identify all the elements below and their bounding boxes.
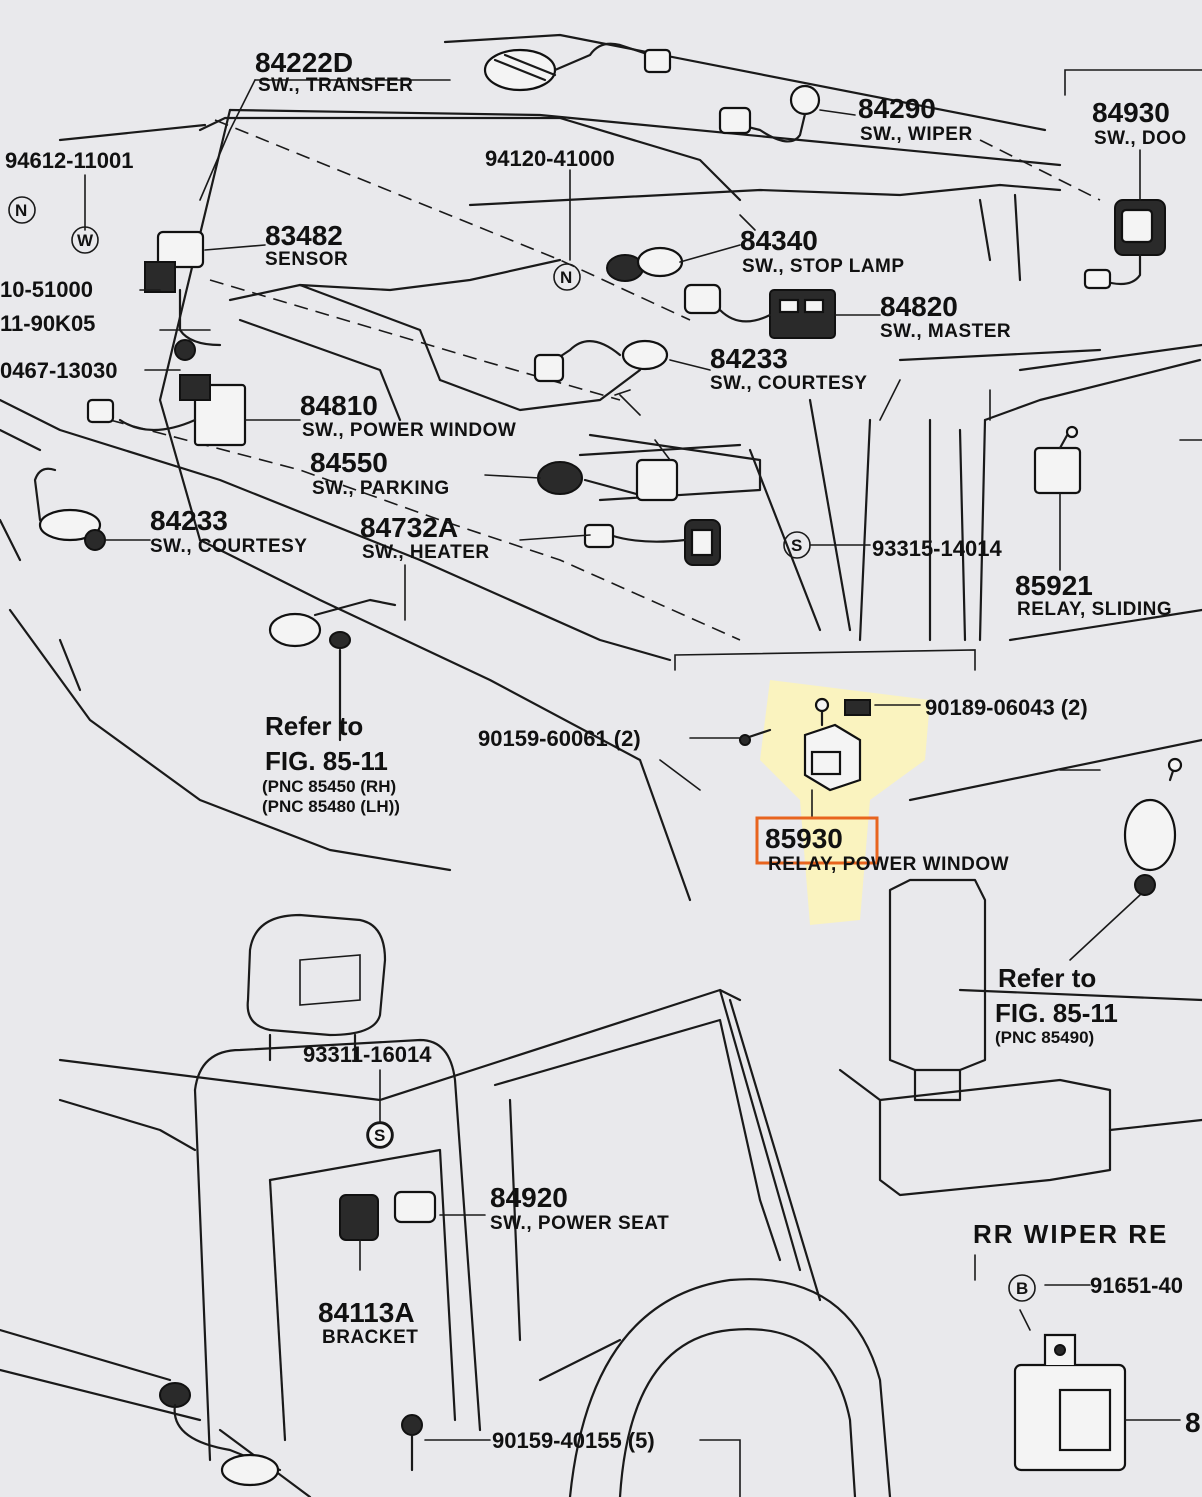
part-84340-number: 84340 [740, 225, 818, 256]
rear-actuator-drawing [1069, 757, 1183, 961]
fastener-labels: 94612-11001 94120-41000 10-51000 11-90K0… [0, 146, 1183, 1453]
sensor-drawing [144, 230, 222, 347]
part-83482-name: SENSOR [265, 249, 348, 270]
highlight-glow [760, 680, 930, 925]
sliding-relay-drawing [1033, 425, 1082, 571]
symbol-n-left: N [15, 201, 27, 220]
master-switch-drawing [683, 283, 836, 339]
fastener-91651-40: 91651-40 [1090, 1273, 1183, 1298]
ref-right-pnc: (PNC 85490) [995, 1028, 1094, 1047]
part-84222D-name: SW., TRANSFER [258, 75, 413, 96]
part-85921-name: RELAY, SLIDING [1017, 599, 1172, 620]
part-85930-number: 85930 [765, 823, 843, 854]
figure-references: Refer to FIG. 85-11 (PNC 85450 (RH) (PNC… [262, 711, 1118, 1047]
symbol-s-seat: S [374, 1126, 385, 1145]
part-85921-number: 85921 [1015, 570, 1093, 601]
part-84233-top-number: 84233 [710, 343, 788, 374]
part-84340-name: SW., STOP LAMP [742, 256, 905, 277]
screws-drawing [738, 699, 871, 746]
symbol-b: B [1016, 1279, 1028, 1298]
vehicle-outline [0, 33, 1202, 1497]
part-84732A-number: 84732A [360, 512, 458, 543]
symbol-w: W [77, 231, 94, 250]
wiper-switch-drawing [718, 84, 821, 143]
part-drawings [33, 42, 1183, 1487]
ref-right-fig: FIG. 85-11 [995, 998, 1118, 1028]
edge-part-label: 8 [1185, 1407, 1201, 1438]
parking-switch-drawing [537, 439, 679, 502]
fastener-94612-11001: 94612-11001 [5, 148, 133, 173]
part-84113A-number: 84113A [318, 1297, 415, 1328]
part-83482-number: 83482 [265, 220, 343, 251]
part-84113A-name: BRACKET [322, 1327, 418, 1348]
part-84810-name: SW., POWER WINDOW [302, 420, 516, 441]
highlight-box [755, 816, 879, 865]
lower-connector-drawing [159, 1382, 282, 1487]
fastener-90189-06043: 90189-06043 (2) [925, 695, 1088, 720]
leader-lines [84, 79, 1181, 1497]
power-seat-switch-drawing [339, 1069, 437, 1271]
ref-left-pnc-lh: (PNC 85480 (LH)) [262, 797, 400, 816]
ref-left-pnc-rh: (PNC 85450 (RH) [262, 777, 396, 796]
stop-lamp-switch-drawing [606, 246, 684, 282]
fastener-90159-40155: 90159-40155 (5) [492, 1428, 655, 1453]
fastener-11-90K05: 11-90K05 [0, 311, 95, 336]
ref-right-text: Refer to [998, 963, 1096, 993]
part-84550-name: SW., PARKING [312, 478, 450, 499]
part-84920-name: SW., POWER SEAT [490, 1213, 669, 1234]
fastener-93315-14014: 93315-14014 [872, 536, 1002, 561]
fastener-94120-41000: 94120-41000 [485, 146, 615, 171]
section-title-rr-wiper: RR WIPER RE [973, 1219, 1168, 1249]
symbol-s-right: S [791, 536, 802, 555]
courtesy-switch-left-drawing [33, 467, 106, 551]
part-84732A-name: SW., HEATER [362, 542, 490, 563]
courtesy-switch-drawing [533, 339, 669, 416]
door-actuator-drawing [268, 598, 397, 742]
bottom-screw-drawing [401, 1414, 423, 1472]
door-switch-drawing [1083, 199, 1166, 290]
ref-left-text: Refer to [265, 711, 363, 741]
fastener-0467-13030: 0467-13030 [0, 358, 117, 383]
part-84290-name: SW., WIPER [860, 124, 973, 145]
fastener-10-51000: 10-51000 [0, 277, 93, 302]
fastener-93311-16014: 93311-16014 [303, 1042, 432, 1067]
part-84233-left-name: SW., COURTESY [150, 536, 307, 557]
heater-switch-drawing [583, 519, 721, 566]
part-84930-name: SW., DOO [1094, 128, 1187, 149]
part-84290-number: 84290 [858, 93, 936, 124]
part-84550-number: 84550 [310, 447, 388, 478]
circled-symbols: N W N S S B [8, 196, 1036, 1302]
rr-wiper-relay-drawing [1013, 1309, 1127, 1472]
part-84233-top-name: SW., COURTESY [710, 373, 867, 394]
transfer-switch-drawing [483, 42, 672, 92]
ref-left-fig: FIG. 85-11 [265, 746, 388, 776]
part-84820-name: SW., MASTER [880, 321, 1011, 342]
fastener-90159-60061: 90159-60061 (2) [478, 726, 641, 751]
part-85930-name: RELAY, POWER WINDOW [768, 854, 1009, 875]
symbol-n-center: N [560, 268, 572, 287]
power-window-relay-drawing [803, 697, 862, 819]
part-84222D-number: 84222D [255, 47, 353, 78]
part-labels: 84222D SW., TRANSFER 84290 SW., WIPER 84… [150, 47, 1187, 1348]
part-84810-number: 84810 [300, 390, 378, 421]
power-window-switch-drawing [86, 339, 247, 447]
part-84920-number: 84920 [490, 1182, 568, 1213]
part-84820-number: 84820 [880, 291, 958, 322]
part-84930-number: 84930 [1092, 97, 1170, 128]
part-84233-left-number: 84233 [150, 505, 228, 536]
